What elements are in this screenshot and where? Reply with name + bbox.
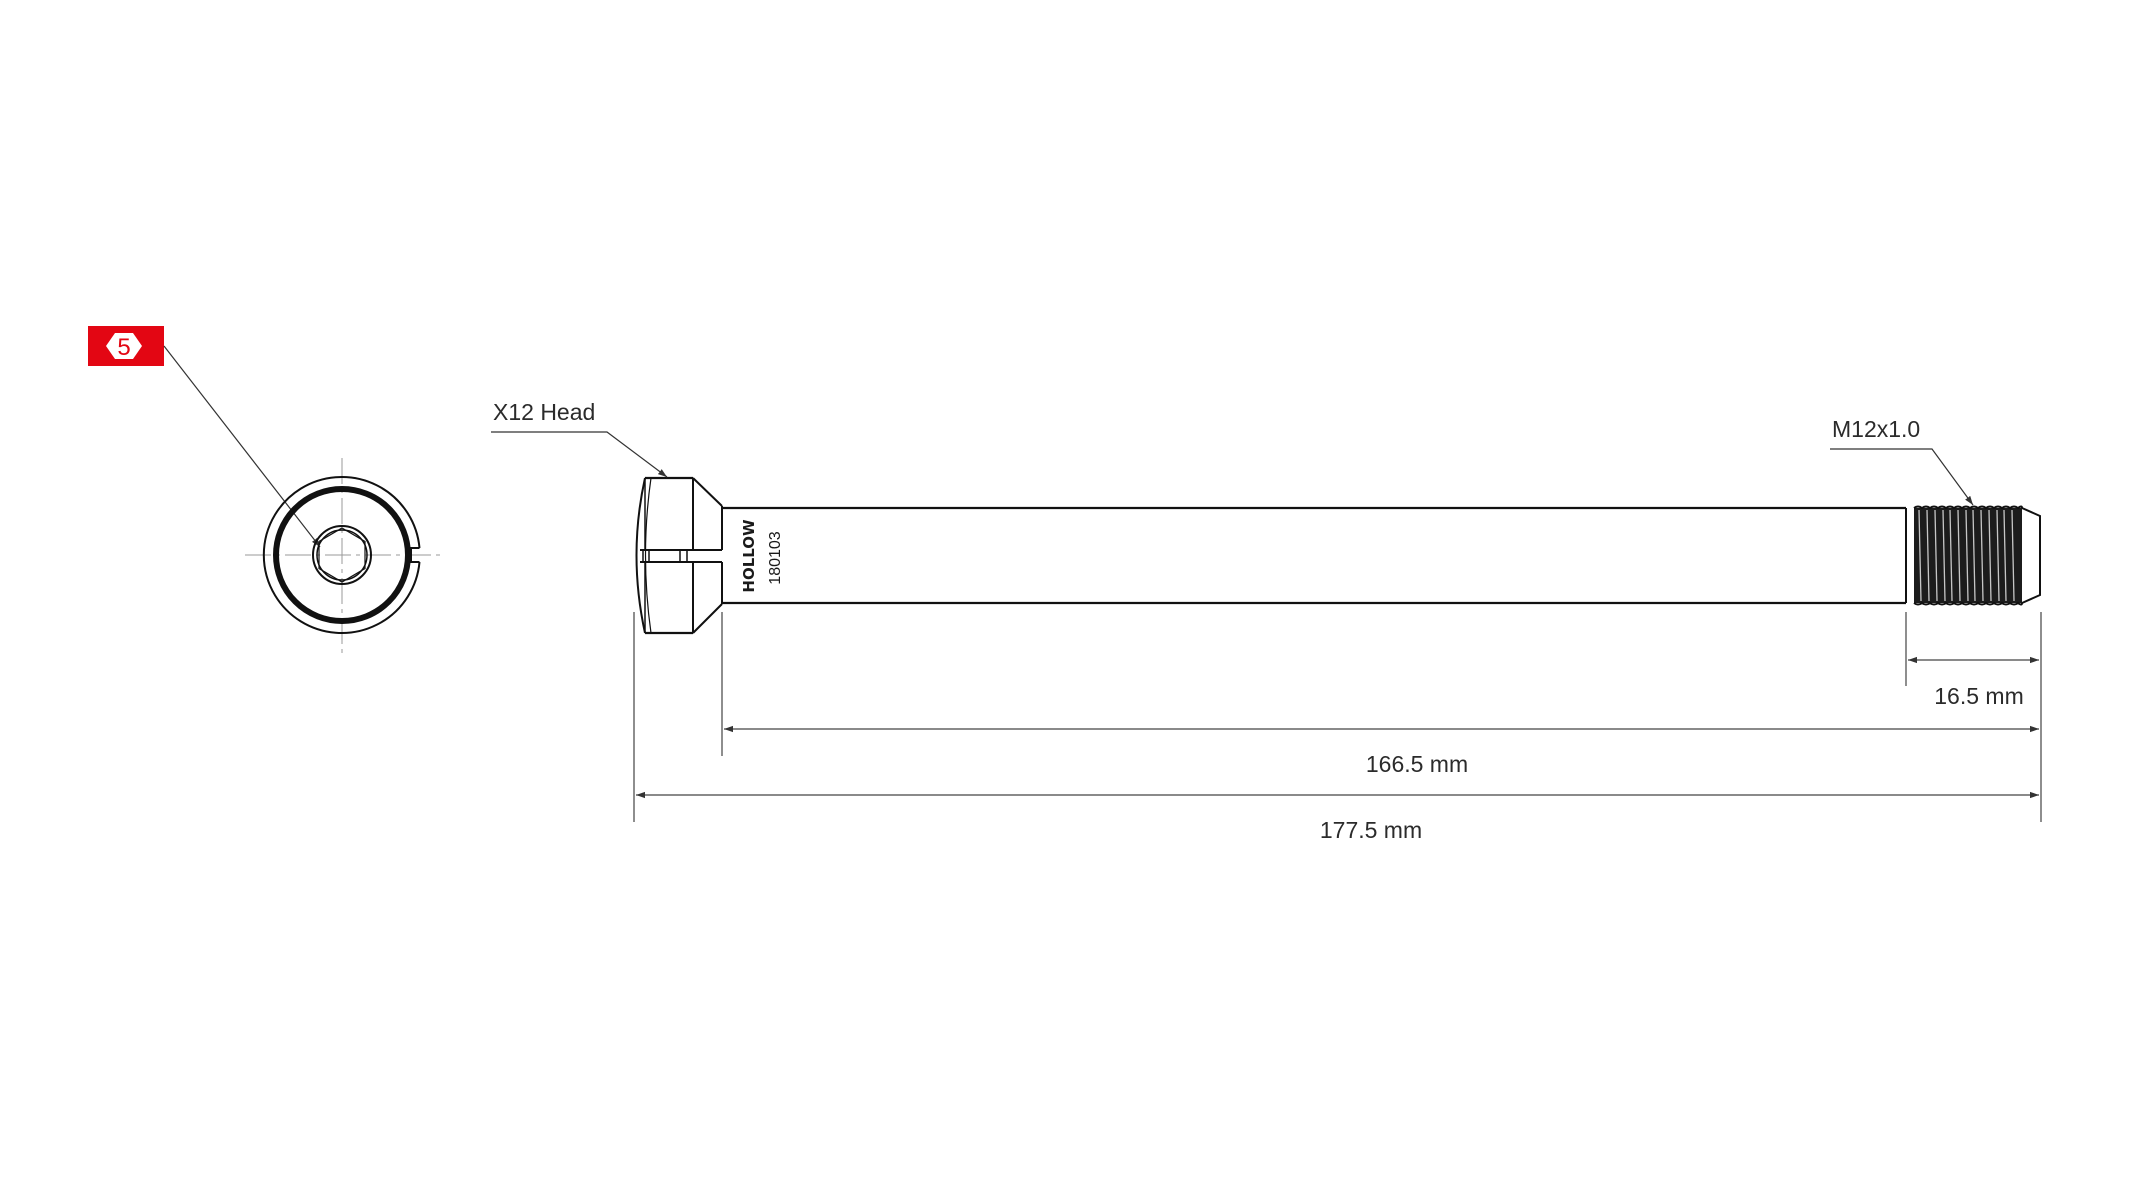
dimension-thread-length: 16.5 mm xyxy=(1934,683,2023,709)
thread-callout-label: M12x1.0 xyxy=(1832,416,1920,442)
axle-side-view: HOLLOW 180103 xyxy=(635,476,2041,635)
dimension-shaft-length: 166.5 mm xyxy=(1366,751,1468,777)
head-callout: X12 Head xyxy=(491,399,668,478)
part-number-badge: 5 xyxy=(88,326,164,366)
hexagon-icon xyxy=(106,333,142,359)
end-view xyxy=(245,458,440,653)
brand-engraving: HOLLOW xyxy=(740,519,758,593)
part-number: 5 xyxy=(117,334,130,361)
thread-section xyxy=(1913,505,2023,606)
dimension-overall-length: 177.5 mm xyxy=(1320,817,1422,843)
badge-leader-line xyxy=(163,345,321,548)
dimension-lines xyxy=(633,612,2042,822)
serial-number: 180103 xyxy=(767,531,784,584)
thread-callout: M12x1.0 xyxy=(1830,416,1974,506)
head-callout-label: X12 Head xyxy=(493,399,595,425)
hex-socket-icon xyxy=(318,527,366,583)
